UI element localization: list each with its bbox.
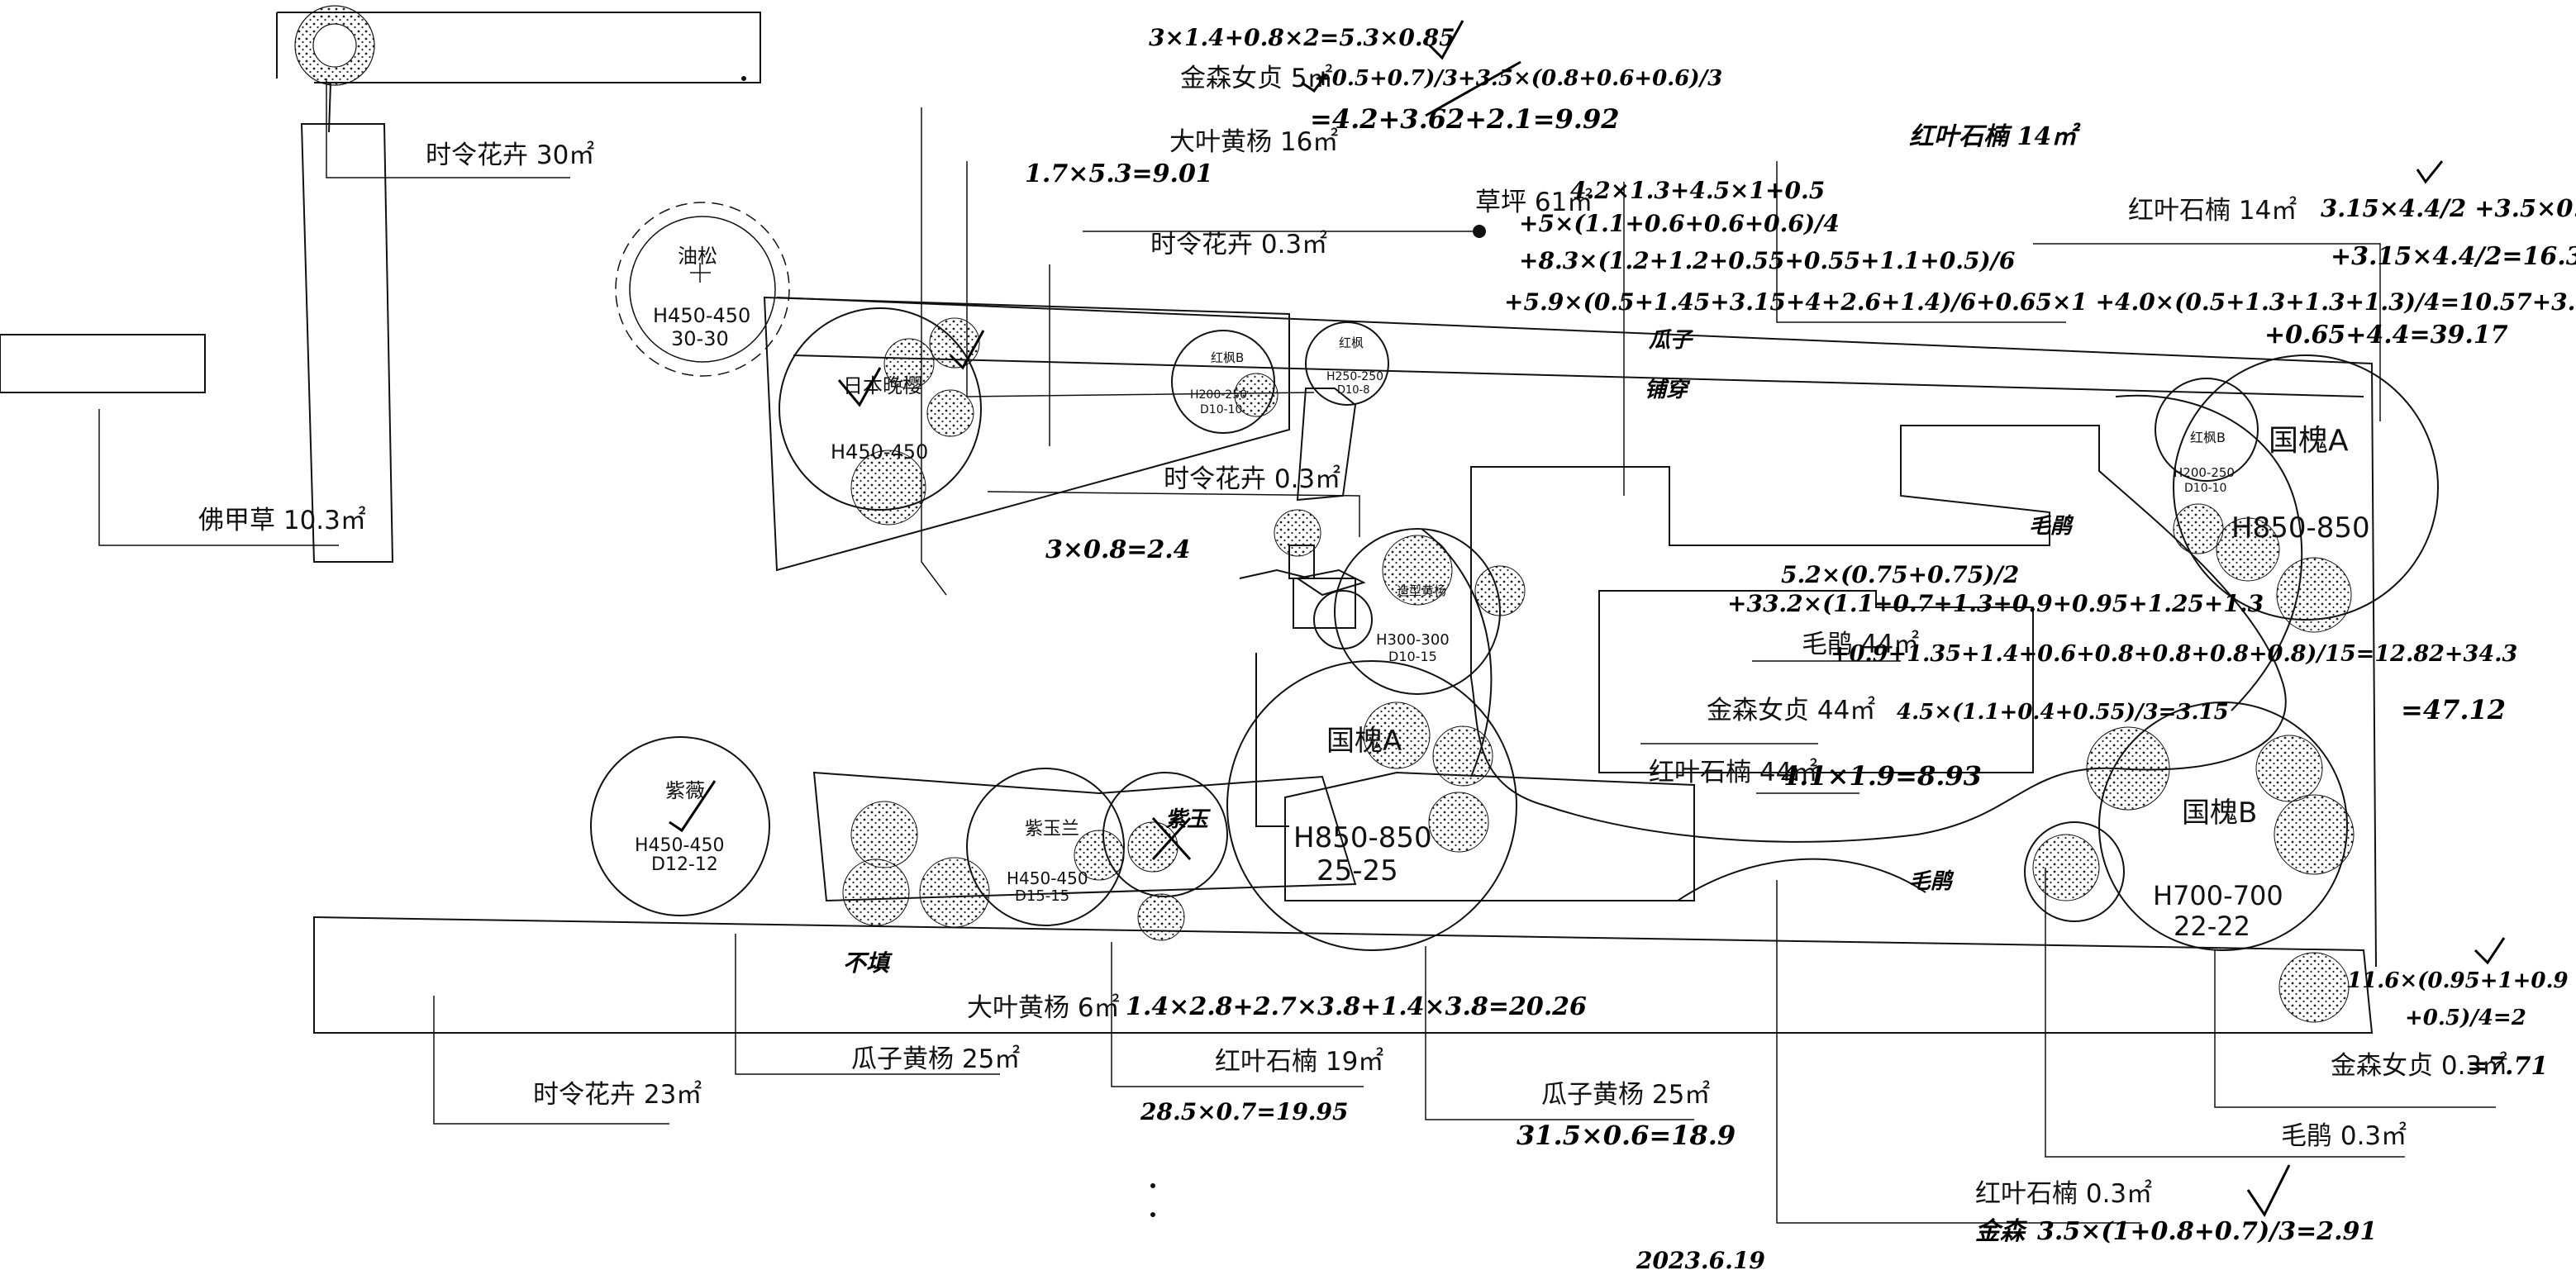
area-label: 金森女贞 44㎡ xyxy=(1707,696,1875,725)
tree-spec: D12-12 xyxy=(651,854,718,875)
tree-spec: H300-300 xyxy=(1376,631,1450,649)
area-label: 时令花卉 0.3㎡ xyxy=(1164,464,1340,494)
hand-note: 5.2×(0.75+0.75)/2 xyxy=(1781,561,2019,588)
tree-name: 红枫 xyxy=(1339,335,1364,350)
area-label: 毛鹃 0.3㎡ xyxy=(2281,1121,2407,1151)
area-label: 草坪 61㎡ xyxy=(1475,188,1593,217)
handwritten-notes: 3×1.4+0.8×2=5.3×0.85 +0.5+0.7)/3+3.5×(0.… xyxy=(843,24,2576,1270)
area-label: 红叶石楠 19㎡ xyxy=(1215,1047,1383,1077)
tree-spec: D15-15 xyxy=(1015,887,1069,905)
tree-spec: H200-250 xyxy=(2174,465,2235,480)
tree-name: 国槐B xyxy=(2182,797,2257,830)
area-label: 金森女贞 5㎡ xyxy=(1180,64,1333,93)
tree-labels: 油松 H450-450 30-30 日本晚樱 H450-450 红枫B H200… xyxy=(635,245,2370,942)
tree-spec: H450-450 xyxy=(635,835,724,856)
area-label: 毛鹃 44㎡ xyxy=(1802,630,1919,659)
tree-spec: H850-850 xyxy=(1293,821,1432,854)
tree-spec: H250-250 xyxy=(1326,370,1383,383)
hand-note: 金森 xyxy=(1975,1217,2028,1246)
area-label: 时令花卉 23㎡ xyxy=(533,1080,702,1110)
check-marks xyxy=(669,20,2506,1217)
tree-name: 日本晚樱 xyxy=(843,374,922,397)
hand-note: 4.2×1.3+4.5×1+0.5 xyxy=(1570,177,1825,204)
hand-note: +33.2×(1.1+0.7+1.3+0.9+0.95+1.25+1.3 xyxy=(1727,590,2264,617)
hand-note: 毛鹃 xyxy=(2029,514,2074,539)
area-label: 大叶黄杨 6㎡ xyxy=(967,993,1120,1023)
area-label: 瓜子黄杨 25㎡ xyxy=(1541,1080,1710,1110)
hand-note: +0.9+1.35+1.4+0.6+0.8+0.8+0.8+0.8)/15=12… xyxy=(1831,641,2517,667)
hand-note: +5.9×(0.5+1.45+3.15+4+2.6+1.4)/6+0.65×1 … xyxy=(1504,288,2576,316)
tree-spec: H200-250 xyxy=(1190,388,1247,402)
hand-note: +8.3×(1.2+1.2+0.55+0.55+1.1+0.5)/6 xyxy=(1519,247,2015,274)
hand-note: 3×0.8=2.4 xyxy=(1045,535,1191,564)
hand-note: 毛鹃 xyxy=(1909,869,1955,894)
hand-note: 4.5×(1.1+0.4+0.55)/3=3.15 xyxy=(1897,700,2229,725)
tree-name: 国槐A xyxy=(1326,725,1402,758)
tree-spec: D10-8 xyxy=(1337,384,1370,397)
tree-name: 紫薇 xyxy=(665,779,705,802)
area-label: 红叶石楠 0.3㎡ xyxy=(1975,1179,2152,1209)
tree-name: 红枫B xyxy=(1211,350,1244,365)
area-label: 红叶石楠 14㎡ xyxy=(2128,196,2297,226)
tree-spec: H450-450 xyxy=(831,440,928,464)
hand-note: 2023.6.19 xyxy=(1636,1247,1765,1270)
hand-note: 1.7×5.3=9.01 xyxy=(1025,159,1213,188)
tree-name: 国槐A xyxy=(2269,424,2349,458)
hand-note: 28.5×0.7=19.95 xyxy=(1140,1098,1349,1125)
area-label: 金森女贞 0.3㎡ xyxy=(2331,1051,2507,1081)
hand-note: 3.15×4.4/2 +3.5×0.7 xyxy=(2321,194,2576,222)
tree-spec: D10-10 xyxy=(1200,403,1242,416)
tree-spec: H450-450 xyxy=(1007,868,1088,888)
hand-note: 不填 xyxy=(843,949,893,977)
tree-name: 造型黄杨 xyxy=(1397,583,1446,598)
hand-note: +5×(1.1+0.6+0.6+0.6)/4 xyxy=(1519,210,1840,237)
hand-note: 4.1×1.9=8.93 xyxy=(1781,760,1982,792)
tree-spec: H450-450 xyxy=(653,304,750,327)
tree-name: 红枫B xyxy=(2190,430,2226,445)
area-labels: 时令花卉 30㎡ 佛甲草 10.3㎡ 金森女贞 5㎡ 大叶黄杨 16㎡ 时令花卉… xyxy=(198,64,2507,1209)
area-label: 瓜子黄杨 25㎡ xyxy=(851,1044,1020,1074)
hand-note: 红叶石楠 14㎡ xyxy=(1909,122,2081,151)
small-marks xyxy=(741,76,1486,1217)
area-label: 红叶石楠 44㎡ xyxy=(1649,758,1817,787)
pine-tree-symbol xyxy=(615,202,790,377)
hand-note: 铺穿 xyxy=(1645,378,1691,402)
tree-spec: 22-22 xyxy=(2174,911,2250,942)
tree-spec: D10-15 xyxy=(1388,649,1437,664)
hand-note: +0.5)/4=2 xyxy=(2405,1006,2526,1030)
tree-spec: D10-10 xyxy=(2184,482,2226,495)
hand-note: 1.4×2.8+2.7×3.8+1.4×3.8=20.26 xyxy=(1126,992,1587,1021)
hand-note: 11.6×(0.95+1+0.9 xyxy=(2347,968,2569,993)
hand-note: =7.71 xyxy=(2467,1052,2548,1081)
hand-note: +0.5+0.7)/3+3.5×(0.8+0.6+0.6)/3 xyxy=(1314,66,1722,91)
bed-outlines xyxy=(0,12,2377,1034)
leader-lines xyxy=(98,78,2496,1224)
tree-spec: 30-30 xyxy=(671,327,729,350)
tree-name: 紫玉兰 xyxy=(1025,819,1079,840)
tree-name: 油松 xyxy=(678,245,717,268)
area-label: 佛甲草 10.3㎡ xyxy=(198,506,366,535)
hand-note: =47.12 xyxy=(2401,694,2506,725)
hand-note: 3×1.4+0.8×2=5.3×0.85 xyxy=(1149,24,1455,51)
tree-spec: H850-850 xyxy=(2231,511,2370,545)
area-label: 时令花卉 30㎡ xyxy=(426,140,594,170)
hand-note: +0.65+4.4=39.17 xyxy=(2264,321,2508,350)
area-label: 时令花卉 0.3㎡ xyxy=(1150,230,1327,259)
hand-note: 3.5×(1+0.8+0.7)/3=2.91 xyxy=(2037,1217,2377,1246)
hand-note: 瓜子 xyxy=(1649,328,1694,353)
hand-note: +3.15×4.4/2=16.3 xyxy=(2331,242,2576,271)
tree-spec: 25-25 xyxy=(1317,854,1398,887)
hand-note: 31.5×0.6=18.9 xyxy=(1517,1120,1736,1151)
area-label: 大叶黄杨 16㎡ xyxy=(1169,127,1338,157)
hand-note: =4.2+3.62+2.1=9.92 xyxy=(1310,103,1619,135)
tree-spec: H700-700 xyxy=(2153,880,2283,911)
